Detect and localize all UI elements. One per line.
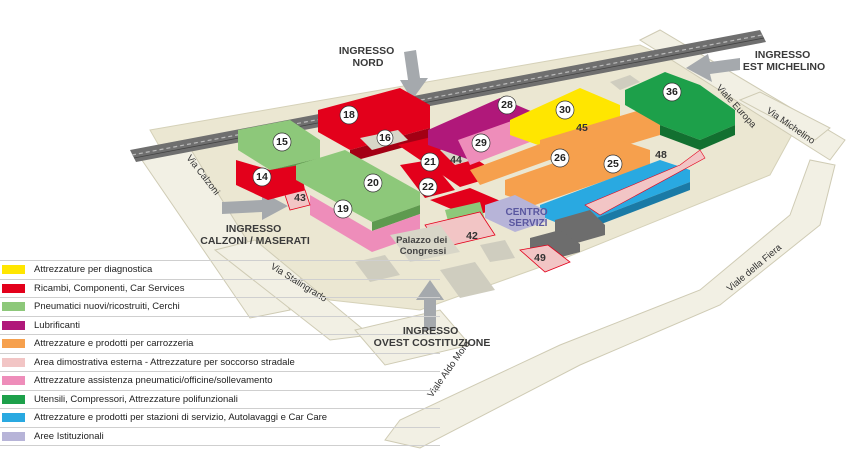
legend-label: Ricambi, Componenti, Car Services xyxy=(34,282,185,294)
hall-20: 20 xyxy=(367,177,379,189)
entrance-est-label: INGRESSO EST MICHELINO xyxy=(743,49,825,73)
hall-14: 14 xyxy=(256,171,268,183)
legend-swatch xyxy=(2,376,25,386)
hall-18: 18 xyxy=(343,109,355,121)
legend-swatch xyxy=(2,339,25,349)
legend-row: Attrezzature e prodotti per stazioni di … xyxy=(0,408,440,427)
building-labels: CENTRO SERVIZI Palazzo dei Congressi xyxy=(396,207,550,257)
legend-swatch xyxy=(2,320,25,330)
legend-label: Utensili, Compressori, Attrezzature poli… xyxy=(34,393,238,405)
legend-row: Utensili, Compressori, Attrezzature poli… xyxy=(0,389,440,409)
hall-49: 49 xyxy=(534,252,546,264)
legend-row: Attrezzature e prodotti per carrozzeria xyxy=(0,334,440,353)
legend-swatch xyxy=(2,394,25,404)
hall-42: 42 xyxy=(466,230,478,242)
arrow-ovest xyxy=(416,280,444,330)
legend-swatch xyxy=(2,431,25,441)
legend-row: Aree Istituzionali xyxy=(0,426,440,446)
hall-26: 26 xyxy=(554,152,566,164)
legend-label: Pneumatici nuovi/ricostruiti, Cerchi xyxy=(34,301,180,313)
hall-16: 16 xyxy=(379,132,391,144)
legend-label: Aree Istituzionali xyxy=(34,430,104,442)
legend-row: Area dimostrativa esterna - Attrezzature… xyxy=(0,352,440,372)
hall-25: 25 xyxy=(607,158,619,170)
via-michelino-road xyxy=(738,91,831,141)
legend-row: Ricambi, Componenti, Car Services xyxy=(0,278,440,298)
hall-21: 21 xyxy=(424,156,436,168)
legend-swatch xyxy=(2,283,25,293)
halls xyxy=(236,72,735,298)
hall-48: 48 xyxy=(655,149,667,161)
legend-swatch xyxy=(2,357,25,367)
hall-36: 36 xyxy=(666,86,678,98)
hall-30: 30 xyxy=(559,104,571,116)
legend-swatch xyxy=(2,265,25,275)
legend-row: Attrezzature assistenza pneumatici/offic… xyxy=(0,371,440,390)
entrance-calzoni-label: INGRESSO CALZONI / MASERATI xyxy=(200,223,310,247)
palazzo-label: Palazzo dei Congressi xyxy=(396,235,450,257)
hall-44: 44 xyxy=(450,154,462,166)
legend-row: Pneumatici nuovi/ricostruiti, Cerchi xyxy=(0,297,440,316)
legend-label: Attrezzature assistenza pneumatici/offic… xyxy=(34,375,273,387)
hall-29: 29 xyxy=(475,137,487,149)
legend-label: Attrezzature per diagnostica xyxy=(34,264,153,276)
hall-19: 19 xyxy=(337,203,349,215)
legend-swatch xyxy=(2,413,25,423)
hall-15: 15 xyxy=(276,136,288,148)
viale-aldo-moro-road xyxy=(384,159,836,449)
legend-row: Attrezzature per diagnostica xyxy=(0,260,440,279)
legend-label: Attrezzature e prodotti per carrozzeria xyxy=(34,338,194,350)
legend-label: Area dimostrativa esterna - Attrezzature… xyxy=(34,356,295,368)
legend-label: Lubrificanti xyxy=(34,319,80,331)
hall-28: 28 xyxy=(501,99,513,111)
entrance-labels: INGRESSO NORD INGRESSO EST MICHELINO ING… xyxy=(200,45,825,349)
centro-servizi-label: CENTRO SERVIZI xyxy=(505,207,550,229)
hall-43: 43 xyxy=(294,192,306,204)
hall-markers: 18 15 16 14 20 19 43 21 22 44 42 28 29 3… xyxy=(252,82,682,264)
legend-row: Lubrificanti xyxy=(0,315,440,335)
hall-45: 45 xyxy=(576,122,588,134)
legend-swatch xyxy=(2,302,25,312)
hall-22: 22 xyxy=(422,181,434,193)
entrance-nord-label: INGRESSO NORD xyxy=(339,45,397,69)
legend-label: Attrezzature e prodotti per stazioni di … xyxy=(34,412,328,424)
arrow-nord xyxy=(400,50,428,100)
arrow-est xyxy=(686,54,740,82)
